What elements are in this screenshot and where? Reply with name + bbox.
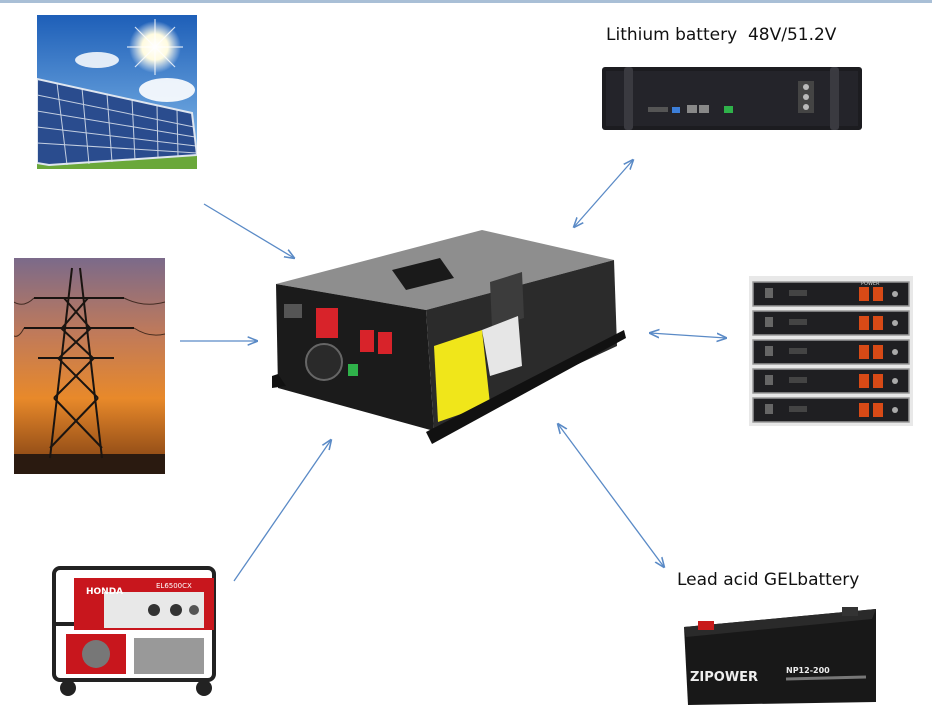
arrow-inverter-lithium — [574, 160, 633, 227]
generator-image: HONDA EL6500CX — [44, 550, 232, 702]
lithium-battery-image — [602, 63, 862, 134]
arrow-inverter-rack — [650, 333, 726, 338]
generator-model-text: EL6500CX — [156, 582, 192, 590]
generator-brand-text: HONDA — [86, 587, 123, 597]
power-grid-tower-image — [14, 258, 165, 474]
rack-brand-text: POWER — [861, 281, 880, 287]
solar-panel-image — [37, 15, 197, 169]
arrow-generator-to-inverter — [233, 440, 331, 582]
top-divider — [0, 0, 932, 3]
inverter-image — [272, 226, 626, 448]
lead-acid-battery-image: ZIPOWER NP12-200 — [676, 597, 880, 710]
lead-acid-battery-label: Lead acid GELbattery — [677, 570, 860, 590]
arrow-solar-to-inverter — [203, 203, 294, 258]
arrow-inverter-gel — [558, 424, 664, 567]
battery-rack-image: POWER — [749, 268, 913, 430]
gel-battery-model-text: NP12-200 — [786, 666, 830, 675]
gel-battery-brand-text: ZIPOWER — [690, 670, 758, 685]
lithium-battery-label: Lithium battery 48V/51.2V — [606, 25, 837, 45]
